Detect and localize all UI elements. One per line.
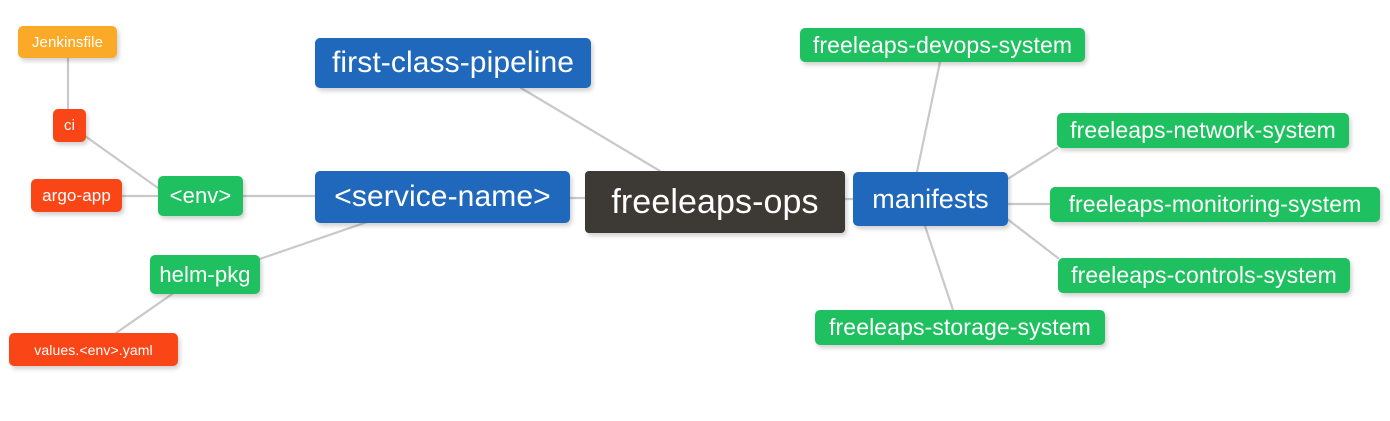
- node-first-class-pipeline[interactable]: first-class-pipeline: [315, 38, 591, 88]
- node-freeleaps-devops-system-label: freeleaps-devops-system: [812, 31, 1073, 58]
- node-values-yaml[interactable]: values.<env>.yaml: [9, 333, 178, 366]
- node-freeleaps-monitoring-system-label: freeleaps-monitoring-system: [1068, 191, 1362, 217]
- node-freeleaps-controls-system-label: freeleaps-controls-system: [1071, 262, 1337, 288]
- node-freeleaps-devops-system[interactable]: freeleaps-devops-system: [800, 28, 1085, 62]
- node-service-name-label: <service-name>: [334, 180, 551, 213]
- node-root-label: freeleaps-ops: [611, 183, 819, 221]
- node-argo-app[interactable]: argo-app: [31, 179, 122, 212]
- node-freeleaps-controls-system[interactable]: freeleaps-controls-system: [1058, 258, 1350, 293]
- node-freeleaps-storage-system-label: freeleaps-storage-system: [829, 314, 1091, 340]
- node-freeleaps-network-system[interactable]: freeleaps-network-system: [1057, 113, 1349, 148]
- node-manifests[interactable]: manifests: [853, 172, 1008, 226]
- node-first-class-pipeline-label: first-class-pipeline: [331, 46, 575, 79]
- node-env[interactable]: <env>: [158, 176, 243, 216]
- node-freeleaps-network-system-label: freeleaps-network-system: [1070, 117, 1336, 143]
- node-argo-app-label: argo-app: [42, 186, 111, 205]
- edge-values-helmpkg: [114, 290, 177, 335]
- edge-devops-manifests: [915, 60, 942, 174]
- node-freeleaps-monitoring-system[interactable]: freeleaps-monitoring-system: [1050, 187, 1380, 222]
- node-manifests-label: manifests: [872, 183, 989, 214]
- node-ci[interactable]: ci: [53, 109, 86, 142]
- edge-helmpkg-servicename: [252, 219, 372, 263]
- node-jenkinsfile-label: Jenkinsfile: [31, 33, 104, 51]
- node-helm-pkg[interactable]: helm-pkg: [150, 255, 260, 294]
- edge-network-manifests: [1004, 146, 1059, 182]
- node-values-yaml-label: values.<env>.yaml: [34, 341, 153, 358]
- edge-pipeline-root: [519, 86, 662, 173]
- edge-controls-manifests: [1004, 216, 1060, 260]
- node-service-name[interactable]: <service-name>: [315, 171, 570, 223]
- node-env-label: <env>: [169, 183, 232, 208]
- node-helm-pkg-label: helm-pkg: [159, 261, 251, 287]
- edge-storage-manifests: [923, 224, 955, 312]
- node-jenkinsfile[interactable]: Jenkinsfile: [18, 26, 117, 58]
- node-root-freeleaps-ops[interactable]: freeleaps-ops: [585, 171, 845, 233]
- node-freeleaps-storage-system[interactable]: freeleaps-storage-system: [815, 310, 1105, 345]
- node-ci-label: ci: [63, 117, 76, 134]
